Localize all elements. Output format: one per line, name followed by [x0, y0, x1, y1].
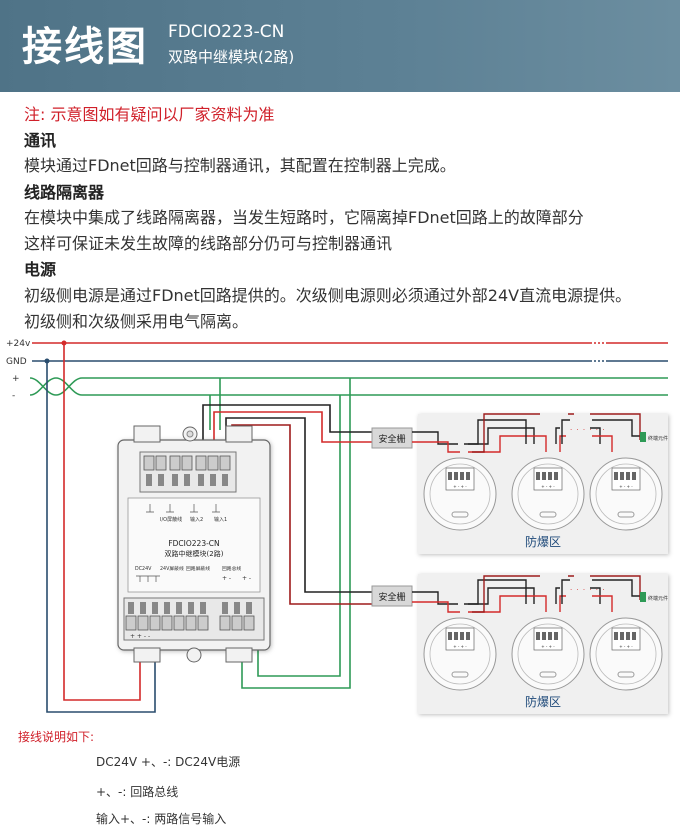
detector-2-3: + - + -	[589, 617, 663, 691]
power-rails	[29, 342, 668, 396]
page-title: 接线图	[22, 24, 148, 70]
svg-text:· · · · · ·: · · · · · ·	[570, 586, 605, 594]
detector-terms: + - + -	[541, 644, 555, 649]
safety-barrier-1: 安全栅	[371, 427, 413, 449]
section-heading-isolator: 线路隔离器	[24, 183, 105, 202]
explosion-proof-zone-1: · · · · · · 终端元件 + - + - + - + - + - + -	[412, 413, 668, 554]
disclaimer-note: 注: 示意图如有疑问以厂家资料为准	[24, 105, 275, 124]
wiring-explanation-line-3: 输入+、-: 两路信号输入	[96, 812, 227, 826]
section-text-isolator-1: 在模块中集成了线路隔离器，当发生短路时，它隔离掉FDnet回路上的故障部分	[24, 208, 584, 227]
module-label-dc24v: DC24V	[135, 566, 152, 572]
section-text-isolator-2: 这样可保证未发生故障的线路部分仍可与控制器通讯	[24, 234, 393, 253]
section-heading-power: 电源	[24, 260, 57, 279]
module-supply-wires	[46, 343, 351, 713]
detector-1-3: + - + -	[589, 457, 663, 531]
terminal-element-label-1: 终端元件	[648, 435, 668, 442]
detector-terms: + - + -	[541, 484, 555, 489]
wiring-explanation-heading: 接线说明如下:	[18, 730, 95, 744]
section-text-communication: 模块通过FDnet回路与控制器通讯，其配置在控制器上完成。	[24, 156, 456, 175]
module-bottom-terminals: + + - -	[130, 633, 150, 640]
module-label-input1: 输入1	[214, 516, 227, 523]
svg-text:· · · · · ·: · · · · · ·	[570, 426, 605, 434]
section-text-power-1: 初级侧电源是通过FDnet回路提供的。次级侧电源则必须通过外部24V直流电源提供…	[24, 286, 632, 305]
module-label-loop-shield: 回路屏蔽线	[186, 565, 210, 572]
terminal-element-label-2: 终端元件	[648, 595, 668, 602]
detector-terms: + - + -	[619, 644, 633, 649]
detector-2-1: + - + -	[423, 617, 497, 691]
detector-2-2: + - + -	[511, 617, 585, 691]
module-label-pm2: + -	[242, 575, 251, 582]
wiring-explanation-line-1: DC24V +、-: DC24V电源	[96, 755, 241, 769]
rail-label-minus: -	[12, 391, 15, 401]
zone-label-2: 防爆区	[525, 694, 561, 709]
detector-1-1: + - + -	[423, 457, 497, 531]
module-model-label: FDCIO223-CN	[168, 539, 219, 548]
explosion-proof-zone-2: · · · · · · 终端元件 + - + - + - + - + - + -	[412, 574, 668, 714]
rail-label-gnd: GND	[6, 357, 27, 367]
module-label-io-shield: I/O屏蔽线	[160, 516, 182, 523]
detector-terms: + - + -	[619, 484, 633, 489]
relay-module: I/O屏蔽线 输入2 输入1 FDCIO223-CN 双路中继模块(2路) DC…	[117, 425, 271, 663]
rail-label-24v: +24v	[6, 339, 31, 349]
wiring-explanation-line-2: +、-: 回路总线	[96, 785, 179, 799]
module-label-input2: 输入2	[190, 516, 203, 523]
barrier-label-2: 安全栅	[378, 591, 405, 603]
barrier-label-1: 安全栅	[378, 433, 405, 445]
model-number: FDCIO223-CN	[168, 22, 285, 42]
module-label-pm1: + -	[222, 575, 231, 582]
module-name-label: 双路中继模块(2路)	[165, 549, 224, 558]
module-label-loop-bus: 回路总线	[222, 565, 241, 572]
zone-label-1: 防爆区	[525, 534, 561, 549]
product-subtitle: 双路中继模块(2路)	[168, 48, 295, 66]
detector-1-2: + - + -	[511, 457, 585, 531]
safety-barrier-2: 安全栅	[371, 585, 413, 607]
section-heading-communication: 通讯	[24, 131, 57, 150]
module-label-24v-shield: 24V屏蔽线	[160, 565, 184, 572]
detector-terms: + - + -	[453, 644, 467, 649]
header-banner: 接线图 FDCIO223-CN 双路中继模块(2路)	[0, 0, 680, 92]
rail-label-plus: +	[12, 374, 20, 384]
section-text-power-2: 初级侧和次级侧采用电气隔离。	[24, 312, 249, 331]
detector-terms: + - + -	[453, 484, 467, 489]
